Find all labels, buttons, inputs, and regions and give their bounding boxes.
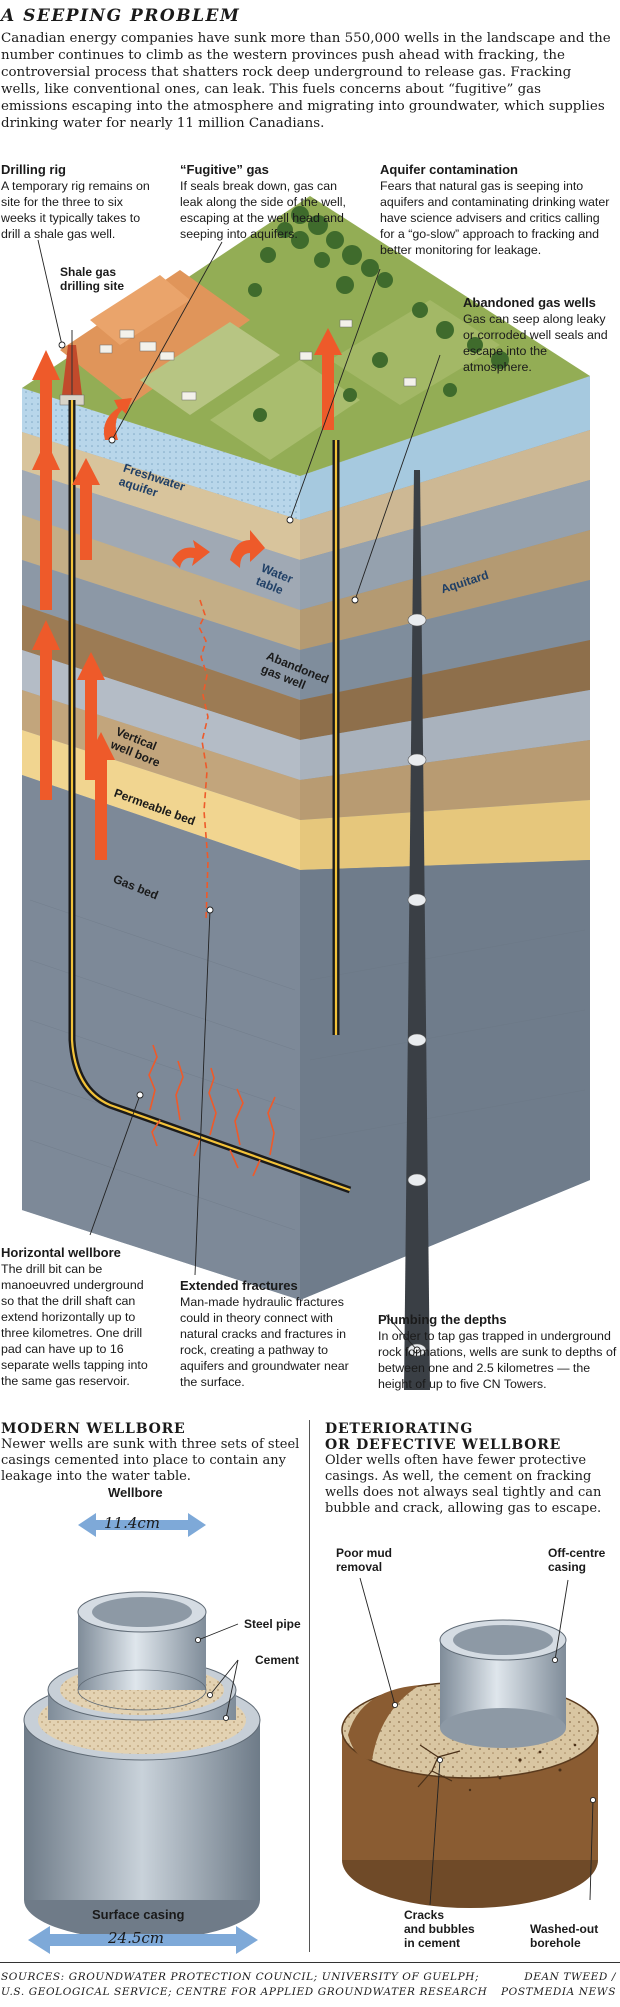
footer-rule <box>0 1962 620 1963</box>
intro-paragraph: Canadian energy companies have sunk more… <box>1 31 611 131</box>
callout-aquifer-contamination: Aquifer contamination Fears that natural… <box>380 162 615 258</box>
leader-lines <box>37 239 441 1354</box>
callout-extended-fractures: Extended fractures Man-made hydraulic fr… <box>180 1278 360 1390</box>
modern-wellbore-illustration <box>23 1513 261 1954</box>
vertical-well-bore <box>68 400 352 1194</box>
defective-wellbore-illustration <box>341 1577 599 1908</box>
callout-fugitive-gas: “Fugitive” gas If seals break down, gas … <box>180 162 350 242</box>
modern-wellbore-text: Newer wells are sunk with three sets of … <box>1 1437 300 1484</box>
tag-wellbore-size: 11.4cm <box>104 1514 161 1532</box>
callout-text: Fears that natural gas is seeping into a… <box>380 179 610 257</box>
tag-wellbore: Wellbore <box>108 1485 163 1500</box>
callout-plumbing-depths: Plumbing the depths In order to tap gas … <box>378 1312 618 1392</box>
callout-heading: Extended fractures <box>180 1278 298 1293</box>
callout-heading: Plumbing the depths <box>378 1312 507 1327</box>
section-divider <box>309 1420 310 1952</box>
defective-wellbore-text: Older wells often have fewer protective … <box>325 1453 602 1516</box>
tag-surface-casing: Surface casing <box>92 1907 185 1922</box>
tag-steel-pipe: Steel pipe <box>244 1617 301 1631</box>
fracture-network <box>148 599 276 1177</box>
callout-abandoned-gas-wells: Abandoned gas wells Gas can seep along l… <box>463 295 618 375</box>
modern-wellbore-title: MODERN WELLBORE <box>1 1421 186 1437</box>
callout-text: Gas can seep along leaky or corroded wel… <box>463 312 608 374</box>
front-face-layers <box>22 376 590 1300</box>
callout-heading: Drilling rig <box>1 162 66 177</box>
callout-heading: “Fugitive” gas <box>180 162 269 177</box>
tag-surface-size: 24.5cm <box>108 1929 165 1947</box>
callout-heading: Aquifer contamination <box>380 162 518 177</box>
gas-migration-arrows <box>32 328 342 860</box>
callout-text: In order to tap gas trapped in undergrou… <box>378 1329 617 1391</box>
artist-credit: DEAN TWEED /POSTMEDIA NEWS <box>500 1971 616 1998</box>
graphic-title: A SEEPING PROBLEM <box>1 6 241 26</box>
callout-heading: Abandoned gas wells <box>463 295 596 310</box>
tag-cement: Cement <box>255 1653 300 1667</box>
surface-landscape <box>22 196 590 476</box>
callout-drilling-rig: Drilling rig A temporary rig remains on … <box>1 162 151 242</box>
callout-text: The drill bit can be manoeuvred undergro… <box>1 1262 148 1388</box>
callout-horizontal-wellbore: Horizontal wellbore The drill bit can be… <box>1 1245 156 1389</box>
callout-text: Man-made hydraulic fractures could in th… <box>180 1295 349 1389</box>
sources-credit: SOURCES: GROUNDWATER PROTECTION COUNCIL;… <box>1 1971 488 1998</box>
callout-heading: Horizontal wellbore <box>1 1245 121 1260</box>
callout-text: If seals break down, gas can leak along … <box>180 179 347 241</box>
callout-text: A temporary rig remains on site for the … <box>1 179 150 241</box>
